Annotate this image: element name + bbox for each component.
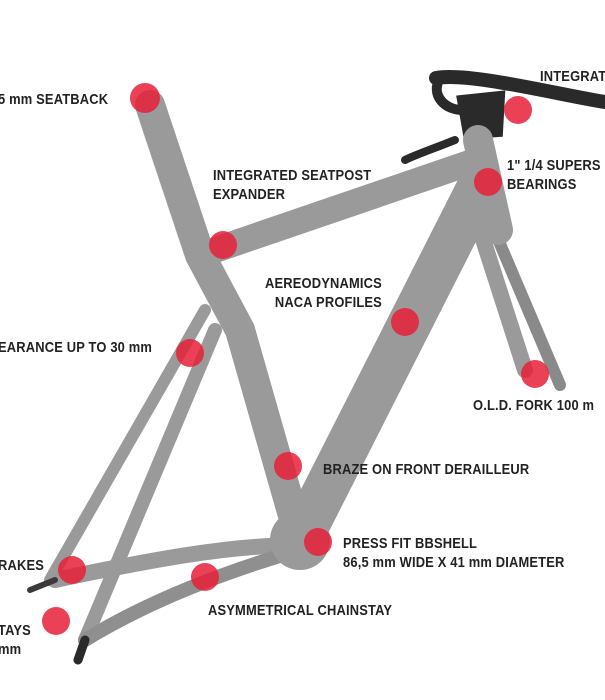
label-brakes: RAKES <box>0 557 45 574</box>
marker-naca <box>391 308 419 336</box>
label-clearance: EARANCE UP TO 30 mm <box>0 339 153 356</box>
label-stays: TAYS mm <box>0 622 31 658</box>
label-headset-bearings: 1" 1/4 SUPERS BEARINGS <box>507 157 601 193</box>
label-bbshell: PRESS FIT BBSHELL 86,5 mm WIDE X 41 mm D… <box>343 535 565 571</box>
seat-tube <box>135 90 315 555</box>
brake-cable <box>401 136 459 164</box>
down-tube <box>283 163 502 552</box>
dropout-lower <box>73 635 90 665</box>
handlebar-drop <box>431 73 467 115</box>
label-integrated: INTEGRAT <box>540 68 605 85</box>
marker-brakes <box>58 556 86 584</box>
dropout-upper <box>27 577 58 593</box>
label-braze-on: BRAZE ON FRONT DERAILLEUR <box>323 461 530 478</box>
fork-left <box>472 222 533 378</box>
label-fork: O.L.D. FORK 100 m <box>473 397 595 414</box>
marker-clearance <box>176 339 204 367</box>
label-chainstay: ASYMMETRICAL CHAINSTAY <box>208 602 393 619</box>
frame-tubes <box>27 70 605 665</box>
marker-bbshell <box>304 528 332 556</box>
feature-markers <box>42 83 549 635</box>
marker-seatpost-expander <box>209 231 237 259</box>
marker-braze <box>274 452 302 480</box>
fork-right <box>486 219 566 391</box>
label-naca-profiles: AEREODYNAMICS NACA PROFILES <box>265 275 382 311</box>
top-tube <box>202 147 491 263</box>
label-seatpost-expander: INTEGRATED SEATPOST EXPANDER <box>213 167 372 203</box>
seatstay-right <box>78 323 222 647</box>
chainstay-right <box>78 543 307 647</box>
marker-stays <box>42 607 70 635</box>
marker-fork <box>521 360 549 388</box>
marker-handlebar <box>504 96 532 124</box>
stem <box>456 90 506 140</box>
marker-chainstay <box>191 563 219 591</box>
marker-seatback <box>130 83 160 113</box>
marker-headset <box>474 168 502 196</box>
label-seatback: 5 mm SEATBACK <box>0 91 109 108</box>
handlebar <box>429 70 605 109</box>
